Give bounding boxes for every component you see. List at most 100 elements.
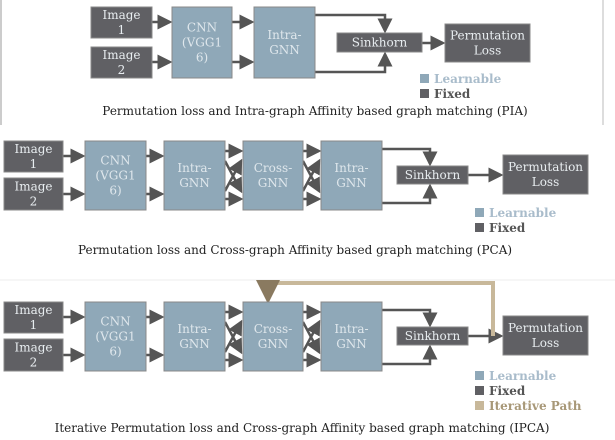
- pca-intra-gnn-box-1-label: Intra-: [177, 161, 211, 175]
- pca-image1-box-rect: [3, 140, 64, 173]
- intra-gnn-box: Intra-GNN: [253, 6, 316, 79]
- ipca-cnn-box-label: CNN: [100, 315, 130, 329]
- arrow: [382, 344, 438, 366]
- image1-box-rect: [90, 6, 153, 39]
- arrow: [301, 319, 321, 353]
- pca-cross-gnn-box-label: Cross-: [254, 161, 293, 175]
- legend-swatch-learnable: [475, 208, 484, 217]
- pca-intra-gnn-box-2-label: GNN: [336, 176, 367, 190]
- image2-box-label: 2: [118, 63, 126, 77]
- ipca-intra-gnn-box-1-label: Intra-: [177, 322, 211, 336]
- pca-cnn-box-label: (VGG1: [95, 169, 135, 183]
- ipca-perm-loss-box-rect: [502, 315, 589, 356]
- cnn-box-rect: [171, 6, 233, 79]
- legend-fixed: Fixed: [489, 221, 526, 235]
- cnn-box-label: 6): [196, 51, 208, 65]
- caption-pca: Permutation loss and Cross-graph Affinit…: [78, 243, 512, 257]
- ipca-cnn-box-label: 6): [109, 345, 121, 359]
- pca-image1-box-label: 1: [30, 157, 38, 171]
- pca-perm-loss-box-rect: [502, 154, 589, 195]
- ipca-image1-box-label: 1: [30, 318, 38, 332]
- ipca-image2-box-label: 2: [30, 356, 38, 370]
- pca-intra-gnn-box-2-label: Intra-: [334, 161, 368, 175]
- pca-intra-gnn-box-2-rect: [320, 140, 383, 211]
- legend-swatch-iterative: [475, 401, 484, 410]
- pca-cnn-box-label: CNN: [100, 154, 130, 168]
- legend-iterative: Iterative Path: [489, 399, 582, 413]
- pca-intra-gnn-box-1: Intra-GNN: [163, 140, 226, 211]
- arrow: [301, 158, 321, 192]
- pca-cross-gnn-box-label: GNN: [258, 176, 289, 190]
- arrow: [315, 51, 393, 74]
- caption-pia: Permutation loss and Intra-graph Affinit…: [102, 104, 527, 118]
- sinkhorn-box-rect: [336, 32, 423, 53]
- pca-cross-gnn-box-rect: [242, 140, 304, 211]
- ipca-intra-gnn-box-2-label: Intra-: [334, 322, 368, 336]
- ipca-cross-gnn-box-label: Cross-: [254, 322, 293, 336]
- intra-gnn-box-rect: [253, 6, 316, 79]
- legend-learnable: Learnable: [434, 72, 502, 86]
- perm-loss-box-label: Loss: [474, 44, 502, 58]
- pca-sinkhorn-box-rect: [396, 165, 469, 185]
- caption-ipca: Iterative Permutation loss and Cross-gra…: [55, 421, 550, 435]
- pca-cross-gnn-box: Cross-GNN: [242, 140, 304, 211]
- intra-gnn-box-label: GNN: [269, 43, 300, 57]
- cnn-box-label: (VGG1: [182, 36, 222, 50]
- cnn-box-label: CNN: [187, 21, 217, 35]
- legend-fixed: Fixed: [489, 384, 526, 398]
- arrow: [382, 147, 438, 167]
- legend-learnable: Learnable: [489, 206, 557, 220]
- pca-cnn-box-label: 6): [109, 184, 121, 198]
- ipca-intra-gnn-box-1-rect: [163, 301, 226, 372]
- ipca-intra-gnn-box-2-rect: [320, 301, 383, 372]
- legend-fixed: Fixed: [434, 87, 471, 101]
- legend-learnable: Learnable: [489, 369, 557, 383]
- ipca-intra-gnn-box-2-label: GNN: [336, 337, 367, 351]
- pca-image2-box-rect: [3, 177, 64, 211]
- ipca-cross-gnn-box: Cross-GNN: [242, 301, 304, 372]
- ipca-image2-box-label: Image: [14, 341, 52, 355]
- perm-loss-box-label: Permutation: [450, 29, 525, 43]
- ipca-image1-box-rect: [3, 301, 64, 334]
- pca-cnn-box-rect: [84, 140, 147, 211]
- ipca-sinkhorn-box: Sinkhorn: [396, 326, 469, 346]
- pca-perm-loss-box-label: Permutation: [508, 160, 583, 174]
- pca-intra-gnn-box-2: Intra-GNN: [320, 140, 383, 211]
- arrow: [382, 308, 438, 328]
- ipca-sinkhorn-box-label: Sinkhorn: [405, 329, 461, 343]
- pca-image2-box-label: 2: [30, 195, 38, 209]
- arrow: [256, 280, 495, 336]
- pca-intra-gnn-box-1-label: GNN: [179, 176, 210, 190]
- ipca-cnn-box-rect: [84, 301, 147, 372]
- ipca-cnn-box-label: (VGG1: [95, 330, 135, 344]
- sinkhorn-box-label: Sinkhorn: [352, 36, 408, 50]
- image2-box-label: Image: [102, 48, 140, 62]
- ipca-image1-box-label: Image: [14, 303, 52, 317]
- image1-box-label: 1: [118, 23, 126, 37]
- intra-gnn-box-label: Intra-: [267, 28, 301, 42]
- legend-swatch-learnable: [420, 74, 429, 83]
- ipca-perm-loss-box-label: Loss: [532, 336, 560, 350]
- legend-swatch-learnable: [475, 371, 484, 380]
- ipca-intra-gnn-box-2: Intra-GNN: [320, 301, 383, 372]
- pca-intra-gnn-box-1-rect: [163, 140, 226, 211]
- ipca-cross-gnn-box-label: GNN: [258, 337, 289, 351]
- pca-sinkhorn-box: Sinkhorn: [396, 165, 469, 185]
- ipca-perm-loss-box-label: Permutation: [508, 321, 583, 335]
- ipca-cross-gnn-box-rect: [242, 301, 304, 372]
- pca-image1-box-label: Image: [14, 142, 52, 156]
- image2-box-rect: [90, 46, 153, 79]
- ipca-sinkhorn-box-rect: [396, 326, 469, 346]
- pca-sinkhorn-box-label: Sinkhorn: [405, 168, 461, 182]
